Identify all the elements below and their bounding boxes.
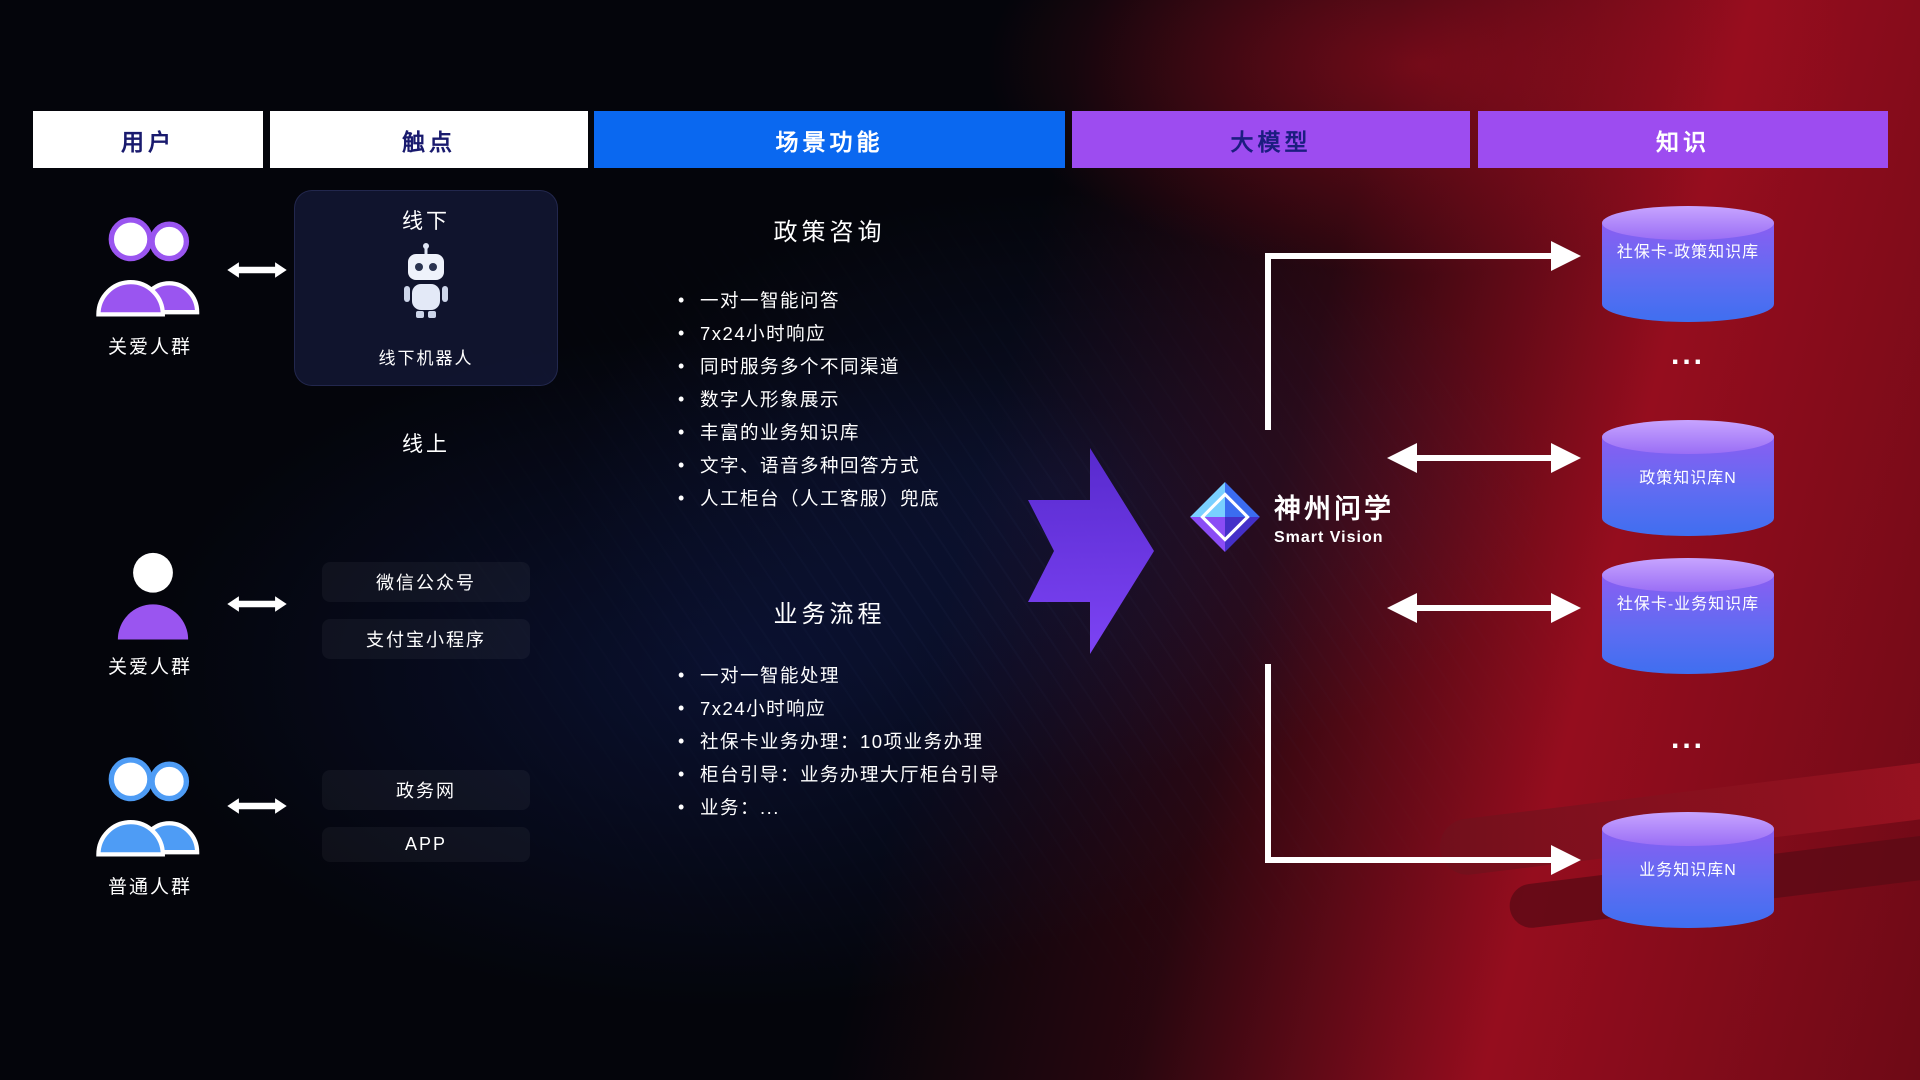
diamond-logo-icon [1190, 482, 1260, 552]
knowledge-db-label: 社保卡-政策知识库 [1616, 244, 1760, 261]
scenario-business-list: 一对一智能处理 7x24小时响应 社保卡业务办理：10项业务办理 柜台引导：业务… [676, 665, 1000, 830]
header-scenario-functions: 场景功能 [594, 111, 1065, 168]
user-group-3-label: 普通人群 [107, 877, 192, 898]
list-item: 人工柜台（人工客服）兜底 [676, 488, 940, 509]
scenario-business-title: 业务流程 [773, 601, 886, 628]
header-touchpoints: 触点 [270, 111, 588, 168]
database-cylinder-top [1602, 558, 1774, 592]
user-group-2-label: 关爱人群 [107, 657, 192, 678]
offline-title: 线下 [402, 210, 450, 233]
database-cylinder-top [1602, 812, 1774, 846]
knowledge-db-policy-sscard: 社保卡-政策知识库 [1602, 206, 1774, 322]
knowledge-db-label: 业务知识库N [1639, 862, 1737, 879]
touchpoint-wechat: 微信公众号 [322, 562, 530, 602]
group-people-blue-icon [96, 757, 200, 857]
knowledge-ellipsis: ... [1670, 338, 1705, 371]
robot-icon [404, 243, 448, 318]
list-item: 业务：... [676, 797, 1000, 818]
header-users-label: 用户 [121, 128, 175, 155]
model-name: 神州问学 [1274, 494, 1394, 524]
scenario-policy-list: 一对一智能问答 7x24小时响应 同时服务多个不同渠道 数字人形象展示 丰富的业… [676, 290, 940, 521]
knowledge-db-label: 社保卡-业务知识库 [1616, 596, 1760, 613]
group-people-purple-icon [96, 217, 200, 317]
header-large-model-label: 大模型 [1230, 128, 1312, 155]
offline-robot-label: 线下机器人 [378, 349, 474, 368]
double-arrow-icon [227, 798, 287, 814]
single-person-purple-icon [117, 552, 189, 640]
touchpoint-gov-web: 政务网 [322, 770, 530, 810]
model-logo: 神州问学 Smart Vision [1188, 480, 1394, 554]
database-cylinder-top [1602, 420, 1774, 454]
double-arrow-icon [227, 596, 287, 612]
header-touchpoints-label: 触点 [402, 128, 456, 155]
touchpoint-app: APP [322, 827, 530, 862]
list-item: 数字人形象展示 [676, 389, 940, 410]
list-item: 柜台引导：业务办理大厅柜台引导 [676, 764, 1000, 785]
list-item: 同时服务多个不同渠道 [676, 356, 940, 377]
touchpoint-alipay-miniapp: 支付宝小程序 [322, 619, 530, 659]
list-item: 社保卡业务办理：10项业务办理 [676, 731, 1000, 752]
double-arrow-icon [227, 262, 287, 278]
list-item: 7x24小时响应 [676, 698, 1000, 719]
knowledge-db-label: 政策知识库N [1639, 470, 1737, 487]
list-item: 一对一智能问答 [676, 290, 940, 311]
knowledge-ellipsis: ... [1670, 722, 1705, 755]
header-users: 用户 [33, 111, 263, 168]
header-scenario-functions-label: 场景功能 [775, 128, 884, 155]
knowledge-db-business-sscard: 社保卡-业务知识库 [1602, 558, 1774, 674]
offline-touchpoint-card: 线下 线下机器人 [294, 190, 558, 386]
header-knowledge-label: 知识 [1656, 128, 1710, 155]
model-subtitle: Smart Vision [1274, 529, 1384, 546]
header-knowledge: 知识 [1478, 111, 1888, 168]
online-title: 线上 [402, 433, 450, 456]
big-flow-arrow [1028, 448, 1154, 654]
knowledge-db-policy-n: 政策知识库N [1602, 420, 1774, 536]
list-item: 文字、语音多种回答方式 [676, 455, 940, 476]
list-item: 一对一智能处理 [676, 665, 1000, 686]
header-large-model: 大模型 [1072, 111, 1470, 168]
knowledge-db-business-n: 业务知识库N [1602, 812, 1774, 928]
scenario-policy-title: 政策咨询 [773, 219, 886, 246]
user-group-1-label: 关爱人群 [107, 337, 192, 358]
database-cylinder-top [1602, 206, 1774, 240]
list-item: 丰富的业务知识库 [676, 422, 940, 443]
list-item: 7x24小时响应 [676, 323, 940, 344]
